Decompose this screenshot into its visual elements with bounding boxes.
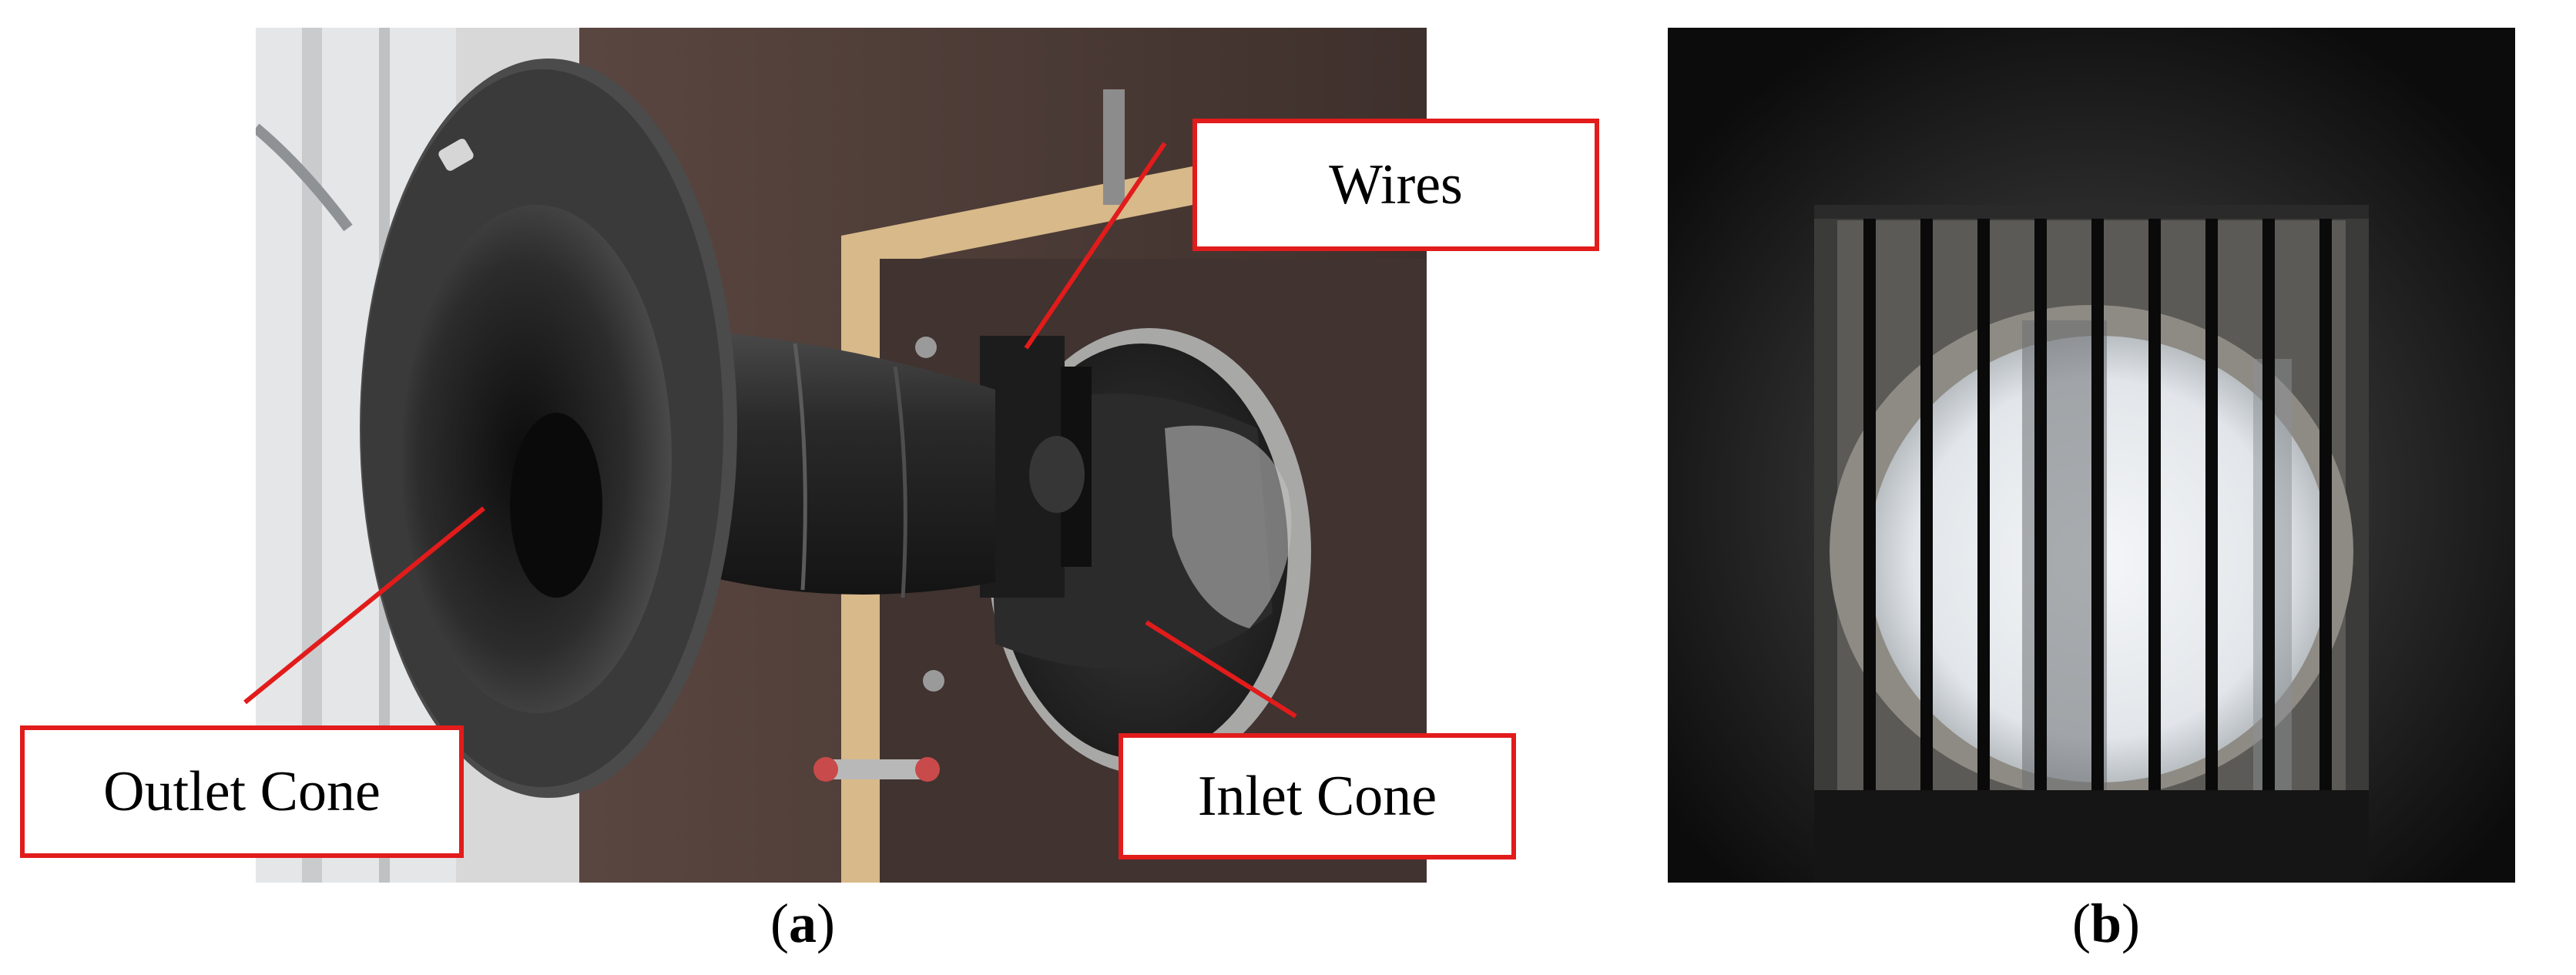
caption-b-close: )	[2122, 893, 2141, 954]
wires-callout: Wires	[1192, 119, 1599, 251]
caption-a: (a)	[770, 892, 835, 956]
inlet-cone-callout: Inlet Cone	[1119, 733, 1516, 859]
caption-b-letter: b	[2090, 893, 2122, 954]
outlet-cone-callout: Outlet Cone	[20, 725, 464, 858]
caption-a-open: (	[770, 893, 789, 954]
wire-grid	[1863, 213, 2332, 790]
caption-b-open: (	[2072, 893, 2091, 954]
photo-b-drawing	[1668, 28, 2515, 883]
inlet-cone-label-text: Inlet Cone	[1197, 764, 1437, 828]
caption-a-letter: a	[788, 893, 817, 954]
wires-label-text: Wires	[1329, 152, 1463, 216]
caption-b: (b)	[2072, 892, 2140, 956]
caption-a-close: )	[816, 893, 835, 954]
photo-wires-view	[1668, 28, 2515, 883]
outlet-cone-label-text: Outlet Cone	[103, 759, 381, 823]
